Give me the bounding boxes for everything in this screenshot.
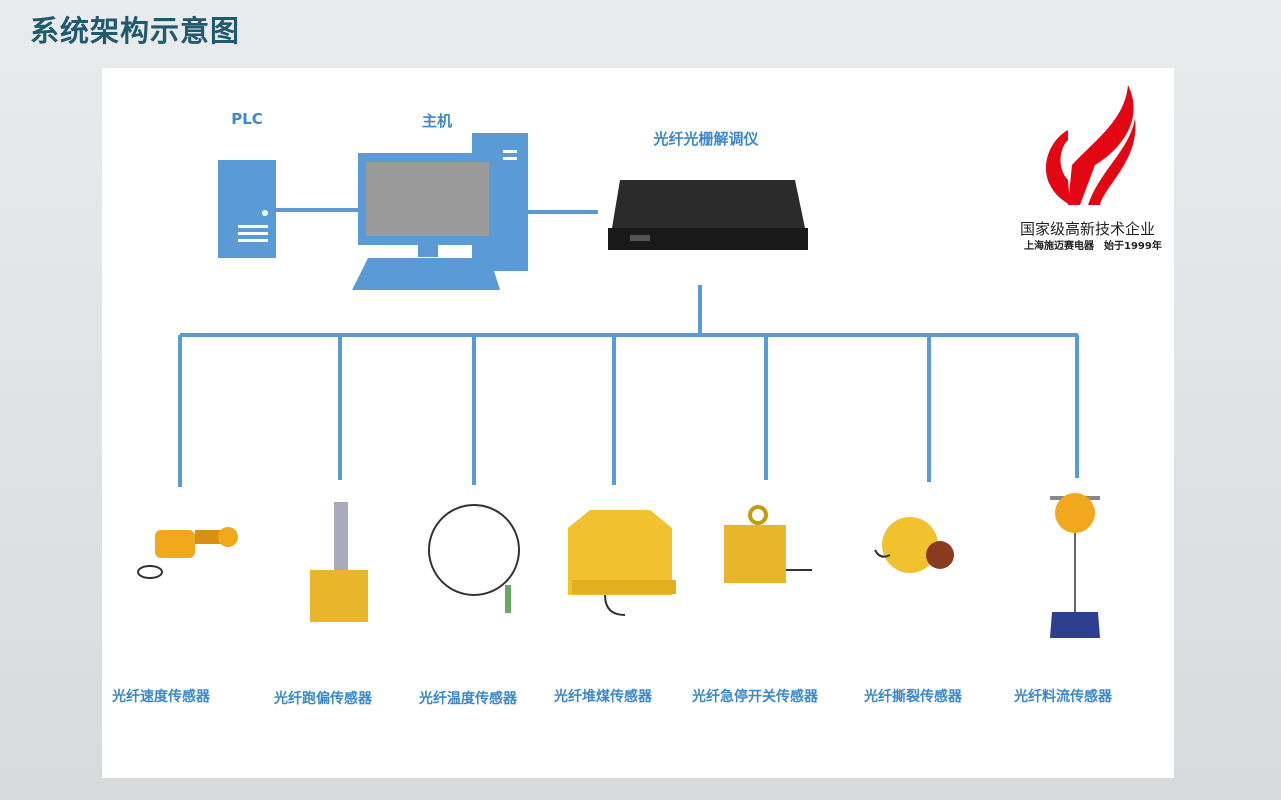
demodulator-icon	[608, 180, 808, 250]
sensor-label-speed: 光纤速度传感器	[112, 689, 210, 705]
speed-sensor-image	[137, 527, 238, 579]
connection-lines	[178, 208, 1079, 487]
emergency-stop-sensor-image	[724, 505, 812, 583]
sensor-label-coal: 光纤堆煤传感器	[554, 689, 652, 705]
logo-subtitle: 上海施迈赛电器 始于1999年	[1024, 241, 1162, 252]
coal-sensor-image	[568, 510, 676, 616]
sensor-label-tear: 光纤撕裂传感器	[864, 689, 962, 705]
tear-sensor-image	[874, 517, 954, 573]
sensor-label-temperature: 光纤温度传感器	[419, 691, 517, 707]
company-logo	[1046, 85, 1136, 205]
host-label: 主机	[421, 112, 453, 130]
flow-sensor-image	[1050, 493, 1100, 638]
host-computer-icon	[352, 133, 528, 290]
logo-title: 国家级高新技术企业	[1020, 220, 1156, 238]
plc-label: PLC	[231, 110, 263, 128]
plc-icon	[218, 160, 276, 258]
sensor-label-flow: 光纤料流传感器	[1014, 689, 1112, 705]
sensor-label-emergency-stop: 光纤急停开关传感器	[692, 689, 818, 705]
sensor-label-deviation: 光纤跑偏传感器	[274, 691, 372, 707]
demodulator-label: 光纤光栅解调仪	[653, 130, 759, 148]
temperature-sensor-image	[428, 504, 520, 613]
page-title: 系统架构示意图	[30, 14, 241, 48]
deviation-sensor-image	[310, 502, 368, 622]
